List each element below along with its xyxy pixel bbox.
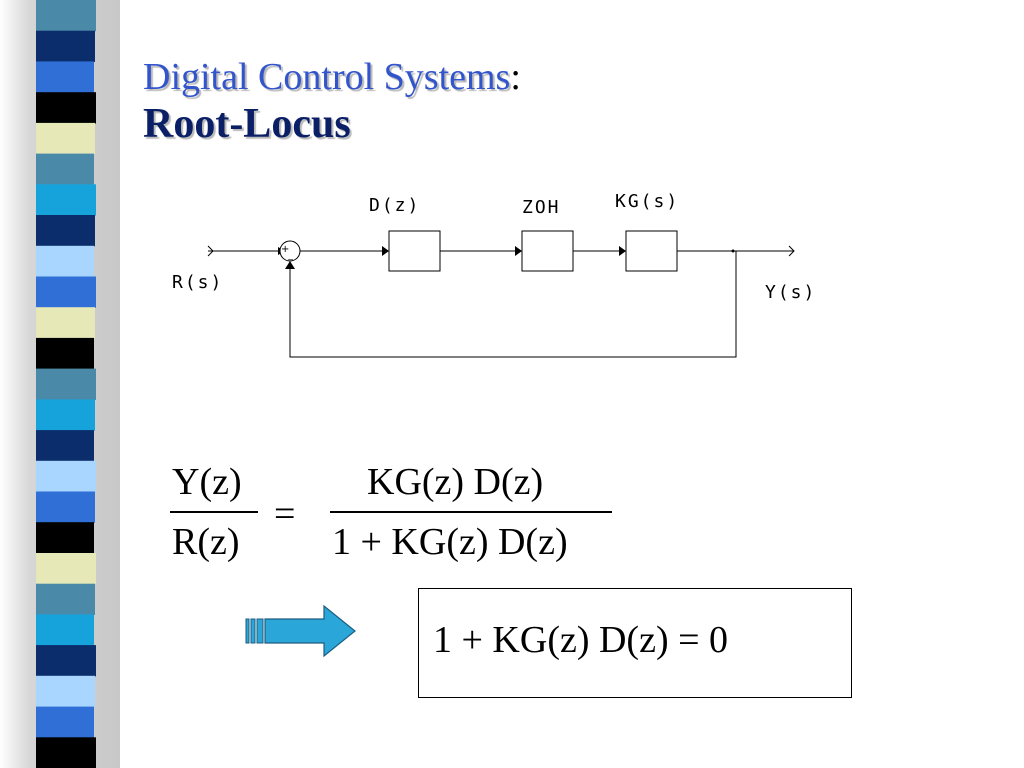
equals-sign: = [274, 493, 295, 535]
stripe-band [36, 491, 95, 523]
controller-input-arrowhead [382, 246, 389, 256]
output-label: Y(s) [765, 282, 816, 303]
characteristic-equation-box: 1 + KG(z) D(z) = 0 [418, 588, 852, 698]
block-diagram: + _ D(z) ZOH KG(s) R(s) Y(s) [172, 191, 816, 358]
stripe-band [36, 122, 95, 155]
stripe-band [36, 307, 95, 339]
characteristic-equation: 1 + KG(z) D(z) = 0 [433, 619, 728, 661]
title-colon: : [510, 56, 521, 98]
stripe-band [36, 184, 96, 216]
right-block-arrow-icon [245, 604, 356, 658]
rhs-numerator: KG(z) D(z) [367, 461, 543, 503]
stripe-band [36, 614, 94, 646]
input-label: R(s) [172, 272, 223, 293]
summing-minus-sign: _ [287, 250, 294, 261]
zoh-label: ZOH [522, 197, 561, 218]
feedback-arrowhead [285, 261, 295, 269]
feedback-path [289, 251, 737, 358]
input-arrowhead [207, 245, 214, 257]
plant-block [625, 230, 678, 272]
stripe-band [36, 583, 95, 615]
stripe-band [36, 153, 94, 185]
zoh-input-arrowhead [515, 246, 522, 256]
plant-label: KG(s) [615, 191, 679, 212]
rhs-denominator: 1 + KG(z) D(z) [332, 521, 568, 563]
zoh-block [521, 230, 574, 272]
plant-input-arrowhead [619, 246, 626, 256]
controller-block [388, 230, 441, 272]
stripe-band [36, 737, 96, 768]
stripe-band [36, 706, 94, 738]
stripe-band [36, 245, 94, 278]
stripe-band [36, 92, 96, 124]
title-line-2: Root-Locus [143, 100, 351, 147]
pickoff-point [731, 249, 735, 253]
slide-title: Digital Control Systems: Root-Locus [143, 56, 521, 147]
stripe-band [36, 399, 95, 431]
transfer-function-equation: Y(z) R(z) = KG(z) D(z) 1 + KG(z) D(z) [170, 461, 612, 563]
stripe-band [36, 368, 96, 400]
stripe-band [36, 460, 96, 493]
stripe-band [36, 30, 95, 62]
output-arrowhead [788, 245, 795, 257]
stripe-band [36, 645, 96, 677]
title-main-text: Digital Control Systems [143, 56, 511, 98]
stripe-band [36, 61, 94, 93]
lhs-denominator: R(z) [172, 521, 240, 563]
stripe-band [36, 553, 96, 585]
title-line-1: Digital Control Systems: [143, 56, 521, 98]
stripe-band [36, 675, 95, 708]
stripe-band [36, 0, 96, 32]
stripe-band [36, 522, 94, 554]
controller-label: D(z) [369, 195, 420, 216]
stripe-band [36, 337, 94, 370]
stripe-band [36, 430, 94, 462]
lhs-numerator: Y(z) [172, 461, 242, 503]
decorative-stripe-bar [0, 0, 120, 768]
summing-plus-sign: + [281, 244, 289, 255]
stripe-band [36, 276, 96, 308]
stripe-band [36, 215, 95, 247]
